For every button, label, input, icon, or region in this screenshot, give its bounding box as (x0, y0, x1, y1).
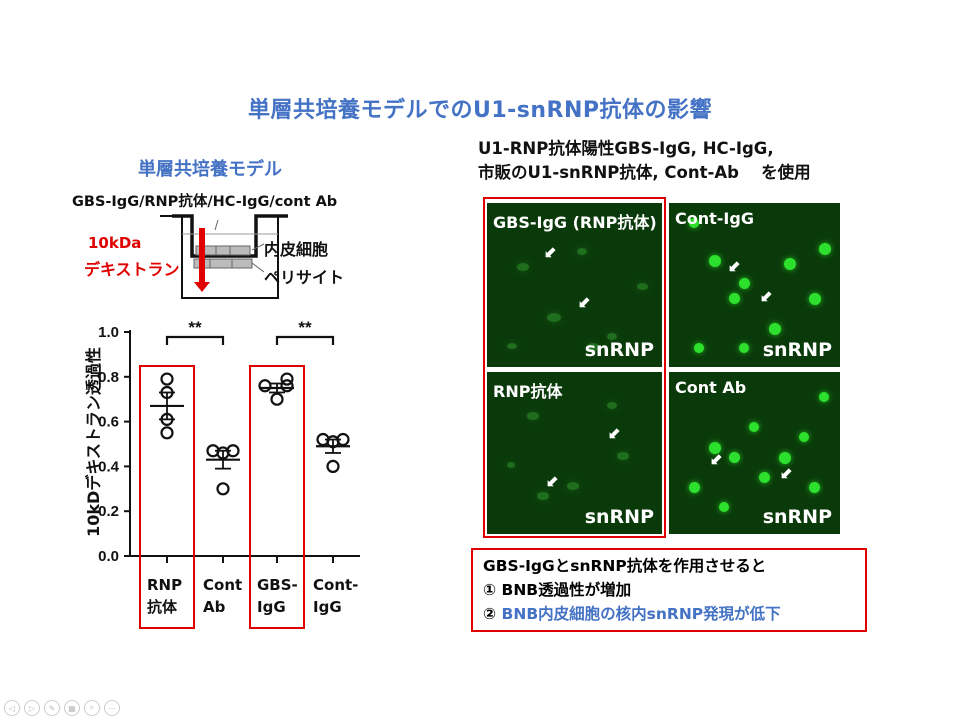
cell-nucleus (709, 442, 721, 454)
stain-label: snRNP (584, 506, 654, 528)
more-icon[interactable]: ⋯ (104, 700, 120, 716)
cell-nucleus (784, 258, 796, 270)
summary-line-3: ② BNB内皮細胞の核内snRNP発現が低下 (483, 602, 855, 626)
cell-nucleus (739, 343, 749, 353)
cell-nucleus (779, 452, 791, 464)
cell-nucleus (577, 248, 587, 255)
cell-nucleus (617, 452, 629, 460)
slideshow-toolbar: ◁ ▷ ✎ ▦ ⌕ ⋯ (4, 700, 120, 716)
cell-nucleus (709, 255, 721, 267)
panel-label: GBS-IgG (RNP抗体) (493, 213, 657, 232)
panel-label: Cont-IgG (675, 209, 754, 228)
cell-nucleus (637, 283, 648, 290)
cell-nucleus (739, 278, 750, 289)
svg-text:0.4: 0.4 (98, 458, 120, 475)
summary-line-1: GBS-IgGとsnRNP抗体を作用させると (483, 557, 767, 575)
micrograph-rnp-antibody: ⬅ ⬅ RNP抗体 snRNP (487, 372, 662, 534)
cell-nucleus (607, 333, 617, 340)
x-tick-label: Cont-IgG (313, 576, 359, 616)
cell-nucleus (749, 422, 759, 432)
stain-label: snRNP (762, 506, 832, 528)
arrow-icon: ⬅ (774, 462, 798, 485)
treatment-conditions: GBS-IgG/RNP抗体/HC-IgG/cont Ab (72, 194, 338, 210)
pen-icon[interactable]: ✎ (44, 700, 60, 716)
cell-nucleus (689, 482, 700, 493)
previous-icon[interactable]: ◁ (4, 700, 20, 716)
slide-title: 単層共培養モデルでのU1-snRNP抗体の影響 (247, 98, 713, 123)
svg-text:0.0: 0.0 (98, 548, 119, 565)
highlight-box-rnp (483, 197, 666, 538)
zoom-icon[interactable]: ⌕ (84, 700, 100, 716)
svg-text:**: ** (188, 318, 202, 337)
next-icon[interactable]: ▷ (24, 700, 40, 716)
transwell-diagram (160, 214, 288, 299)
cell-nucleus (527, 412, 539, 420)
permeability-chart: 0.0 0.2 0.4 0.6 0.8 1.0 ** ** (98, 318, 360, 629)
summary-num-2: ② (483, 605, 502, 623)
cell-nucleus (587, 343, 599, 351)
endothelial-cell-label: 内皮細胞 (264, 240, 329, 259)
cell-nucleus (799, 432, 809, 442)
summary-line-3-text: BNB内皮細胞の核内snRNP発現が低下 (501, 605, 781, 623)
arrow-icon: ⬅ (722, 255, 746, 278)
arrow-icon: ⬅ (704, 448, 728, 471)
arrow-icon: ⬅ (754, 285, 778, 308)
cell-nucleus (729, 293, 740, 304)
stain-label: snRNP (762, 339, 832, 361)
cell-nucleus (537, 492, 549, 500)
svg-text:0.2: 0.2 (98, 503, 119, 520)
svg-text:1.0: 1.0 (98, 324, 119, 341)
cell-nucleus (809, 482, 820, 493)
cell-nucleus (567, 482, 579, 490)
cell-nucleus (517, 263, 529, 271)
cell-nucleus (694, 343, 704, 353)
cell-nucleus (809, 293, 821, 305)
x-tick-label: GBS-IgG (257, 576, 298, 616)
cell-nucleus (507, 462, 515, 468)
svg-text:**: ** (298, 318, 312, 337)
micrograph-cont-ab: ⬅ ⬅ Cont Ab snRNP (669, 372, 840, 534)
model-subtitle: 単層共培養モデル (138, 159, 282, 180)
panel-label: RNP抗体 (493, 382, 563, 401)
svg-text:0.6: 0.6 (98, 414, 119, 431)
cell-nucleus (769, 323, 781, 335)
arrow-icon: ⬅ (538, 241, 562, 264)
micrograph-gbs-igg: ⬅ ⬅ GBS-IgG (RNP抗体) snRNP (487, 203, 662, 367)
cell-nucleus (819, 392, 829, 402)
arrow-icon: ⬅ (540, 470, 564, 493)
panel-label: Cont Ab (675, 378, 747, 397)
cell-nucleus (759, 472, 770, 483)
summary-box: GBS-IgGとsnRNP抗体を作用させると ① BNB透過性が増加 ② BNB… (471, 548, 867, 632)
reagents-line-1: U1-RNP抗体陽性GBS-IgG, HC-IgG, (478, 139, 774, 158)
cell-nucleus (819, 243, 831, 255)
arrow-icon: ⬅ (572, 291, 596, 314)
cell-nucleus (507, 343, 517, 349)
svg-text:0.8: 0.8 (98, 369, 119, 386)
summary-line-2: ① BNB透過性が増加 (483, 581, 632, 599)
cell-nucleus (607, 402, 617, 409)
pericyte-label: ペリサイト (264, 268, 345, 287)
reagents-header: U1-RNP抗体陽性GBS-IgG, HC-IgG, 市販のU1-snRNP抗体… (478, 137, 811, 185)
cell-nucleus (547, 313, 561, 322)
cell-nucleus (719, 502, 729, 512)
slides-icon[interactable]: ▦ (64, 700, 80, 716)
cell-nucleus (689, 218, 699, 228)
stain-label: snRNP (584, 339, 654, 361)
tracer-label-size: 10kDa (88, 234, 142, 252)
cell-nucleus (729, 452, 740, 463)
arrow-icon: ⬅ (602, 422, 626, 445)
micrograph-cont-igg: ⬅ ⬅ Cont-IgG snRNP (669, 203, 840, 367)
tracer-label-name: デキストラン (84, 260, 180, 279)
reagents-line-2: 市販のU1-snRNP抗体, Cont-Ab を使用 (478, 163, 811, 182)
